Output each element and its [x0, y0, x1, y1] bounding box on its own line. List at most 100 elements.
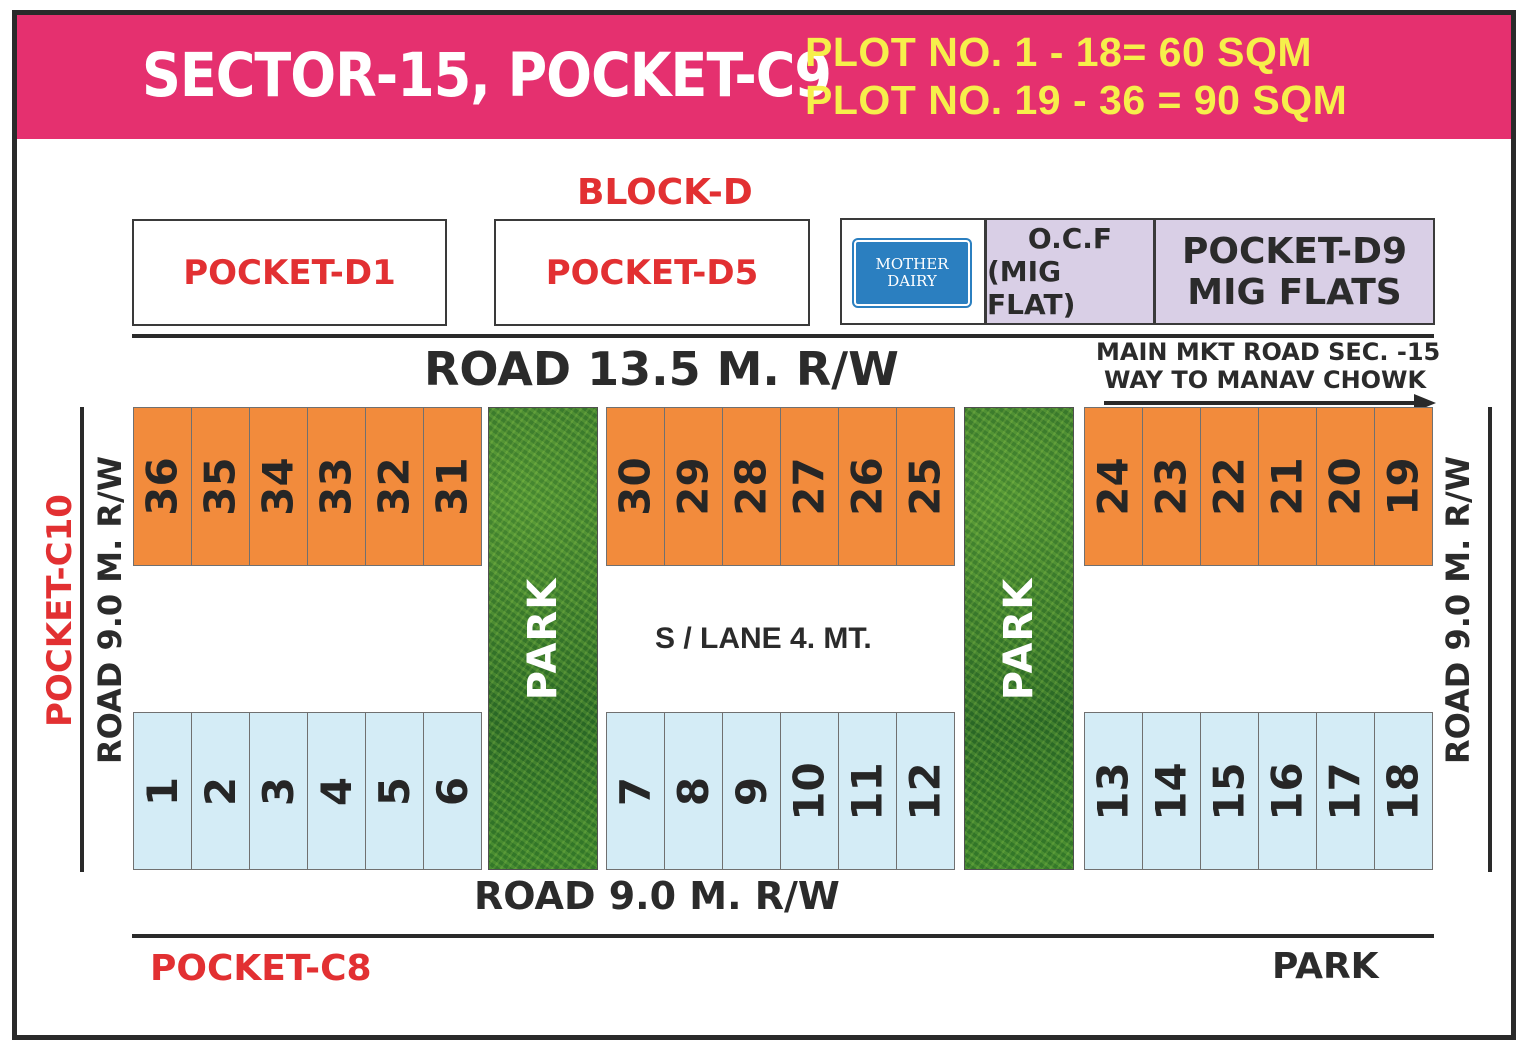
plot: 4	[307, 712, 366, 870]
plot-number: 28	[727, 457, 777, 516]
plot-number: 4	[311, 776, 361, 806]
plot: 29	[664, 407, 723, 566]
left-road-label: ROAD 9.0 M. R/W	[91, 455, 129, 764]
plot: 34	[249, 407, 308, 566]
plot-number: 2	[195, 776, 245, 806]
plot: 24	[1084, 407, 1143, 566]
plot: 35	[191, 407, 250, 566]
plot-number: 18	[1379, 761, 1429, 821]
mother-dairy-logo: MOTHER DAIRY	[854, 240, 970, 306]
plot-number: 15	[1205, 761, 1255, 821]
plot-number: 24	[1089, 457, 1139, 516]
plot-number: 19	[1379, 457, 1429, 516]
plot-number: 7	[610, 776, 660, 806]
plot-number: 16	[1263, 761, 1313, 821]
plot-number: 14	[1147, 761, 1197, 821]
park-right: PARK	[964, 407, 1074, 870]
right-road-line	[1488, 407, 1492, 872]
header-banner: SECTOR-15, POCKET-C9 PLOT NO. 1 - 18= 60…	[17, 15, 1511, 139]
plot-number: 9	[726, 776, 776, 806]
bottom-road-line	[132, 934, 1434, 938]
plot: 21	[1258, 407, 1317, 566]
right-road-label: ROAD 9.0 M. R/W	[1439, 455, 1477, 764]
plot: 23	[1142, 407, 1201, 566]
park-right-label: PARK	[996, 577, 1042, 700]
plot: 28	[722, 407, 781, 566]
pocket-d1-label: POCKET-D1	[183, 252, 396, 293]
d9-line-1: POCKET-D9	[1181, 230, 1408, 272]
plot-size-line-2: PLOT NO. 19 - 36 = 90 SQM	[805, 77, 1348, 123]
block-d-label: BLOCK-D	[577, 172, 753, 213]
plot: 9	[722, 712, 781, 870]
pocket-d9: POCKET-D9 MIG FLATS	[1154, 218, 1435, 325]
plot: 13	[1084, 712, 1143, 870]
plot-number: 17	[1321, 761, 1371, 821]
plot-number: 3	[253, 776, 303, 806]
plot-number: 34	[254, 457, 304, 516]
left-road-line	[80, 407, 84, 872]
plot: 5	[365, 712, 424, 870]
plot: 7	[606, 712, 665, 870]
plot: 16	[1258, 712, 1317, 870]
bottom-road-label: ROAD 9.0 M. R/W	[474, 874, 840, 918]
plot: 14	[1142, 712, 1201, 870]
plot-number: 26	[843, 457, 893, 516]
plot: 20	[1316, 407, 1375, 566]
plot-number: 11	[843, 761, 893, 821]
plot: 31	[423, 407, 482, 566]
plot: 36	[133, 407, 192, 566]
plot-number: 12	[901, 761, 951, 821]
plot-size-line-1: PLOT NO. 1 - 18= 60 SQM	[805, 29, 1313, 75]
ocf-line-1: O.C.F	[1027, 222, 1113, 255]
plot: 2	[191, 712, 250, 870]
plot: 18	[1374, 712, 1433, 870]
pocket-c10-label: POCKET-C10	[40, 494, 80, 727]
plot: 30	[606, 407, 665, 566]
plot-number: 25	[901, 457, 951, 516]
plot-number: 10	[785, 761, 835, 821]
d9-line-2: MIG FLATS	[1187, 271, 1402, 313]
plot: 19	[1374, 407, 1433, 566]
plot-number: 31	[428, 457, 478, 516]
sector-title: SECTOR-15, POCKET-C9	[142, 40, 832, 111]
plot-number: 33	[312, 457, 362, 516]
plot-number: 30	[611, 457, 661, 516]
logo-line-2: DAIRY	[887, 272, 937, 290]
plot-number: 5	[369, 776, 419, 806]
plot: 17	[1316, 712, 1375, 870]
plot: 25	[896, 407, 955, 566]
plot: 33	[307, 407, 366, 566]
pocket-c8-label: POCKET-C8	[150, 948, 372, 989]
park-left: PARK	[488, 407, 598, 870]
plot: 10	[780, 712, 839, 870]
pocket-d1: POCKET-D1	[132, 219, 447, 326]
plot: 15	[1200, 712, 1259, 870]
plot: 6	[423, 712, 482, 870]
plot-number: 23	[1147, 457, 1197, 516]
ocf-line-2: (MIG FLAT)	[987, 255, 1076, 321]
plot: 26	[838, 407, 897, 566]
manav-chowk-label: WAY TO MANAV CHOWK	[1104, 366, 1427, 394]
pocket-d5-label: POCKET-D5	[545, 252, 759, 293]
plot: 1	[133, 712, 192, 870]
plot-number: 32	[370, 457, 420, 516]
plot-number: 8	[668, 776, 718, 806]
logo-line-1: MOTHER	[875, 255, 949, 273]
service-lane-label: S / LANE 4. MT.	[655, 622, 872, 655]
plot: 27	[780, 407, 839, 566]
plot-number: 35	[196, 457, 246, 516]
plot-number: 1	[137, 776, 187, 806]
main-mkt-road-label: MAIN MKT ROAD SEC. -15	[1096, 338, 1441, 366]
plot: 3	[249, 712, 308, 870]
bottom-park-label: PARK	[1272, 946, 1379, 987]
plot: 11	[838, 712, 897, 870]
plot-number: 6	[427, 776, 477, 806]
ocf-mig-flat: O.C.F (MIG FLAT)	[985, 218, 1155, 325]
park-left-label: PARK	[520, 577, 566, 700]
plot: 32	[365, 407, 424, 566]
plot-number: 29	[669, 457, 719, 516]
plot: 12	[896, 712, 955, 870]
road-13-5-label: ROAD 13.5 M. R/W	[424, 342, 899, 396]
plot-number: 20	[1321, 457, 1371, 516]
plot-number: 36	[138, 457, 188, 516]
